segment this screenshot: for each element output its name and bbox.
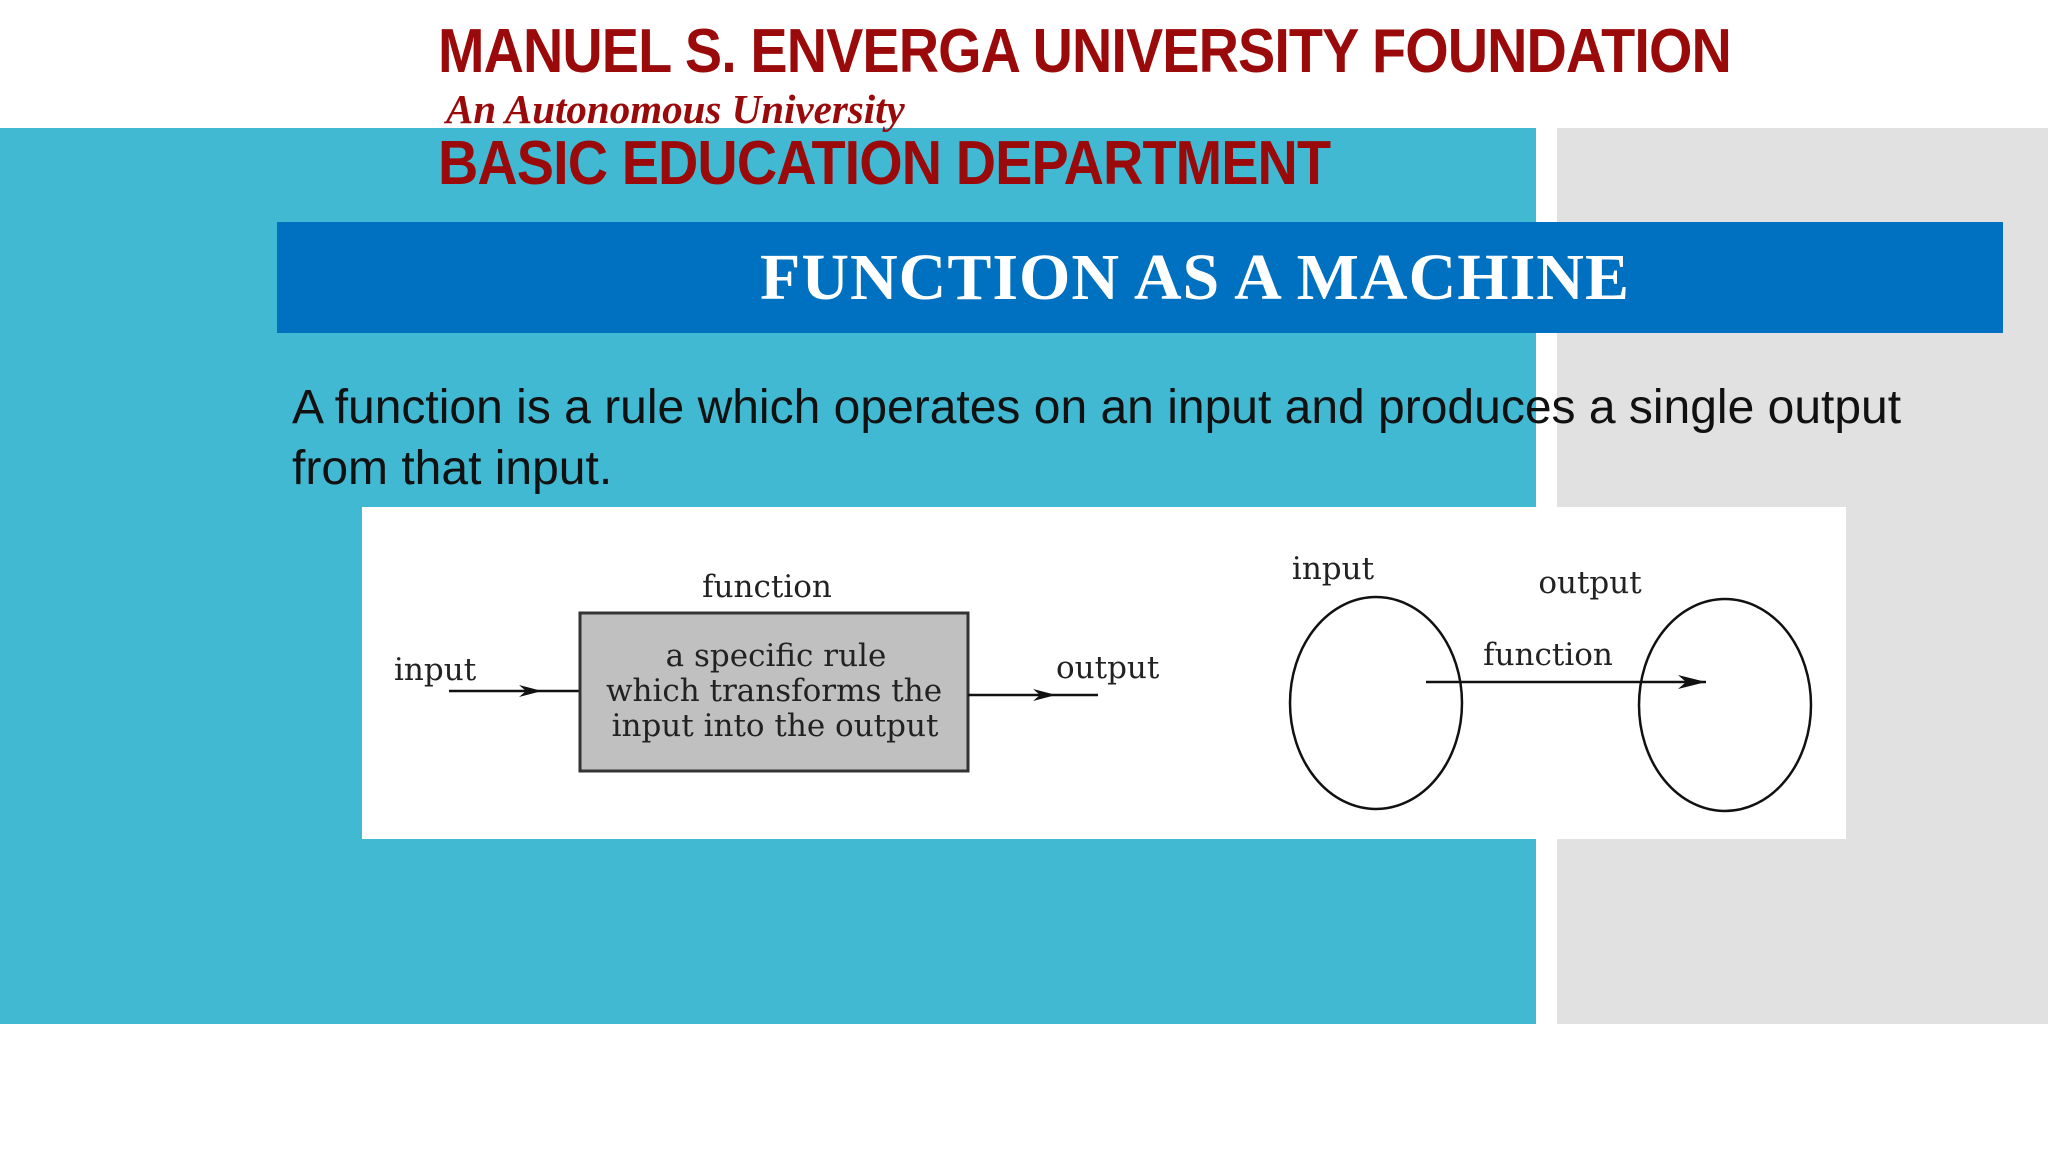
machine-box xyxy=(578,611,970,773)
slide-title: FUNCTION AS A MACHINE xyxy=(760,240,1630,314)
university-tagline: An Autonomous University xyxy=(446,86,905,132)
university-name: MANUEL S. ENVERGA UNIVERSITY FOUNDATION xyxy=(438,17,1732,86)
machine-diagram: input function a specific rule which tra… xyxy=(394,569,1160,773)
machine-box-line-2: which transforms the xyxy=(606,673,942,709)
machine-box-line-1: a specific rule xyxy=(666,638,887,674)
machine-box-line-3: input into the output xyxy=(612,708,939,744)
machine-box-title: function xyxy=(702,569,832,605)
function-diagram: input function a specific rule which tra… xyxy=(394,551,1813,813)
mapping-arrowhead xyxy=(1678,675,1706,689)
output-set-ellipse xyxy=(1637,597,1813,813)
mapping-diagram: input output function xyxy=(1288,551,1813,813)
function-definition: A function is a rule which operates on a… xyxy=(292,381,1902,495)
machine-input-arrowhead xyxy=(519,685,542,697)
department-name: BASIC EDUCATION DEPARTMENT xyxy=(438,129,1331,198)
input-set-ellipse xyxy=(1288,595,1464,811)
machine-output-arrowhead xyxy=(1033,689,1056,701)
mapping-output-label: output xyxy=(1538,565,1642,601)
function-diagram-panel: input function a specific rule which tra… xyxy=(362,507,1846,839)
machine-input-label: input xyxy=(394,652,477,688)
mapping-arrow-label: function xyxy=(1483,637,1613,673)
slide-title-bar: FUNCTION AS A MACHINE xyxy=(277,222,2003,333)
mapping-input-label: input xyxy=(1292,551,1375,587)
machine-output-label: output xyxy=(1056,650,1160,686)
